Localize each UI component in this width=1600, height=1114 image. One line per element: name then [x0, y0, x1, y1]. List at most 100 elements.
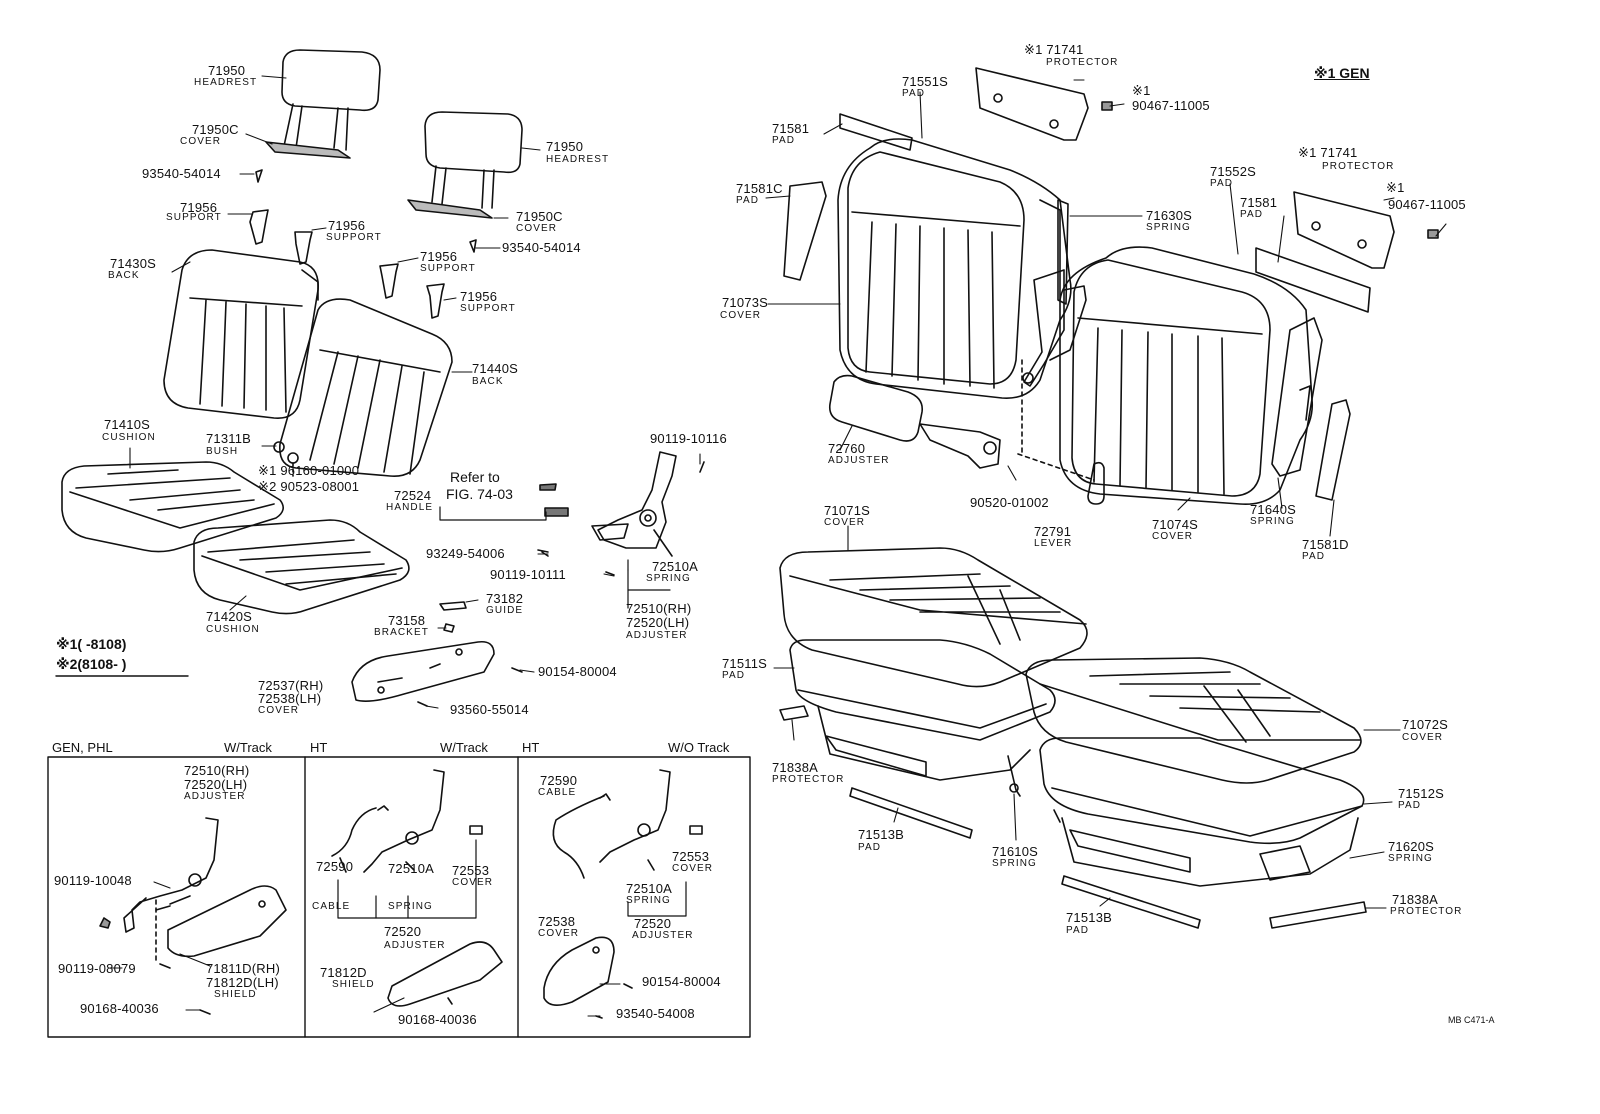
callout-71072s-name: COVER	[1402, 732, 1444, 743]
pad-71513b-lower	[1062, 876, 1200, 928]
callout-71074s-name: COVER	[1152, 531, 1194, 542]
callout-96160-01000: ※1 96160-01000	[258, 463, 360, 478]
callout-71950-b-name: HEADREST	[546, 154, 610, 165]
callout-71950c-b-name: COVER	[516, 223, 558, 234]
callout-71741-a: ※1 71741	[1024, 42, 1084, 57]
callout-71551s: 71551S	[902, 74, 949, 89]
callout-90467-11005-b: 90467-11005	[1388, 197, 1466, 212]
cushion-cover-71071s	[780, 548, 1087, 687]
callout-71420s: 71420S	[206, 609, 253, 624]
callout-90467-11005-a: 90467-11005	[1132, 98, 1210, 113]
callout-71956-c-name: SUPPORT	[420, 263, 476, 274]
callout-71071s-name: COVER	[824, 517, 866, 528]
callout-73182-name: GUIDE	[486, 605, 524, 616]
hinge-lower-right	[1272, 318, 1322, 476]
box2-adjuster-cable	[332, 770, 482, 872]
callout-72520-b: 72520	[634, 916, 672, 931]
callout-72553-b-name: COVER	[672, 863, 714, 874]
seat-back-71440s	[280, 299, 452, 476]
callout-71581d-name: PAD	[1302, 551, 1326, 562]
callout-x1-b: ※1	[1386, 180, 1405, 195]
box2-header-right: W/Track	[440, 740, 488, 755]
callout-71956-c: 71956	[420, 249, 458, 264]
callout-72520lh-a: 72520(LH)	[626, 615, 690, 630]
callout-72760-name: ADJUSTER	[828, 455, 890, 466]
callout-71838a-b-name: PROTECTOR	[1390, 906, 1463, 917]
callout-71311b: 71311B	[206, 431, 252, 446]
callout-72538-b-name: COVER	[538, 928, 580, 939]
callout-71420s-name: CUSHION	[206, 624, 260, 635]
callout-71956-d-name: SUPPORT	[460, 303, 516, 314]
callout-71956-b-name: SUPPORT	[326, 232, 382, 243]
callout-71511s-name: PAD	[722, 670, 746, 681]
callout-72524-name: HANDLE	[386, 502, 434, 513]
callout-90523-08001: ※2 90523-08001	[258, 479, 360, 494]
bolts-center	[418, 572, 614, 706]
callout-71410s-name: CUSHION	[102, 432, 156, 443]
callout-71950c-a: 71950C	[192, 122, 239, 137]
callout-71513b-b-name: PAD	[1066, 925, 1090, 936]
callout-71551s-name: PAD	[902, 88, 926, 99]
callout-71956-a: 71956	[180, 200, 218, 215]
box2-shield	[388, 942, 502, 1006]
callout-71610s-name: SPRING	[992, 858, 1037, 869]
code-note-1: ※1( -8108)	[56, 636, 127, 652]
callout-72520lh-b-name: ADJUSTER	[184, 791, 246, 802]
callout-72553-a: 72553	[452, 863, 490, 878]
code-note-2: ※2(8108- )	[56, 656, 127, 672]
callout-71512s: 71512S	[1398, 786, 1445, 801]
callout-71440s-name: BACK	[472, 376, 504, 387]
callout-72590-b-name: CABLE	[538, 787, 577, 798]
callout-71410s: 71410S	[104, 417, 151, 432]
callout-72791: 72791	[1034, 524, 1072, 539]
headrest-71950-left	[282, 50, 380, 150]
callout-71074s: 71074S	[1152, 517, 1199, 532]
seat-back-71430s	[164, 250, 318, 418]
callout-93540-54014-b: 93540-54014	[502, 240, 581, 255]
callout-90168-40036-b: 90168-40036	[398, 1012, 477, 1027]
seat-back-upper-right	[838, 139, 1071, 398]
callout-71640s-name: SPRING	[1250, 516, 1295, 527]
callout-90168-40036-a: 90168-40036	[80, 1001, 159, 1016]
callout-71741-a-name: PROTECTOR	[1046, 57, 1119, 68]
callout-71511s: 71511S	[722, 656, 768, 671]
callout-93249-54006: 93249-54006	[426, 546, 505, 561]
protector-71741-upper	[976, 68, 1088, 140]
cover-72537	[352, 642, 494, 701]
adjuster-72510-center	[592, 452, 704, 556]
callout-71741-b-name: PROTECTOR	[1322, 161, 1395, 172]
callout-71581c: 71581C	[736, 181, 783, 196]
callout-x1-a: ※1	[1132, 83, 1151, 98]
drawing-code: MB C471-A	[1448, 1015, 1495, 1025]
seat-back-lower-right	[1060, 247, 1312, 504]
callout-71552s-name: PAD	[1210, 178, 1234, 189]
callout-71956-a-name: SUPPORT	[166, 212, 222, 223]
callout-72510a-c: 72510A	[626, 881, 673, 896]
frame-lower	[1054, 810, 1358, 886]
callout-72510a-b-name: SPRING	[388, 901, 433, 912]
pad-71581c	[784, 182, 826, 280]
handle-72524	[538, 484, 568, 556]
callout-73158: 73158	[388, 613, 426, 628]
callout-73182: 73182	[486, 591, 524, 606]
box3-adjuster-cable	[553, 770, 702, 878]
callout-71640s: 71640S	[1250, 502, 1297, 517]
callout-71512s-name: PAD	[1398, 800, 1422, 811]
seat-cushion-71410s	[62, 462, 283, 552]
callout-72510a-a: 72510A	[652, 559, 699, 574]
fastener-90467-upper	[1102, 102, 1112, 110]
callout-71812d-a: 71812D(LH)	[206, 975, 279, 990]
callout-72590-b: 72590	[540, 773, 578, 788]
pad-71581-lower	[1256, 248, 1370, 312]
callout-71630s: 71630S	[1146, 208, 1193, 223]
callout-71513b-a-name: PAD	[858, 842, 882, 853]
bush-fasteners	[273, 441, 299, 476]
callout-72791-name: LEVER	[1034, 538, 1073, 549]
refer-line-2: FIG. 74-03	[446, 486, 513, 502]
protector-71838a-upper	[780, 706, 808, 720]
headrest-71950-right	[425, 112, 522, 208]
callout-72537: 72537(RH)	[258, 678, 324, 693]
pad-71581d	[1316, 400, 1350, 500]
box1-shield	[168, 886, 286, 956]
callout-72553-a-name: COVER	[452, 877, 494, 888]
